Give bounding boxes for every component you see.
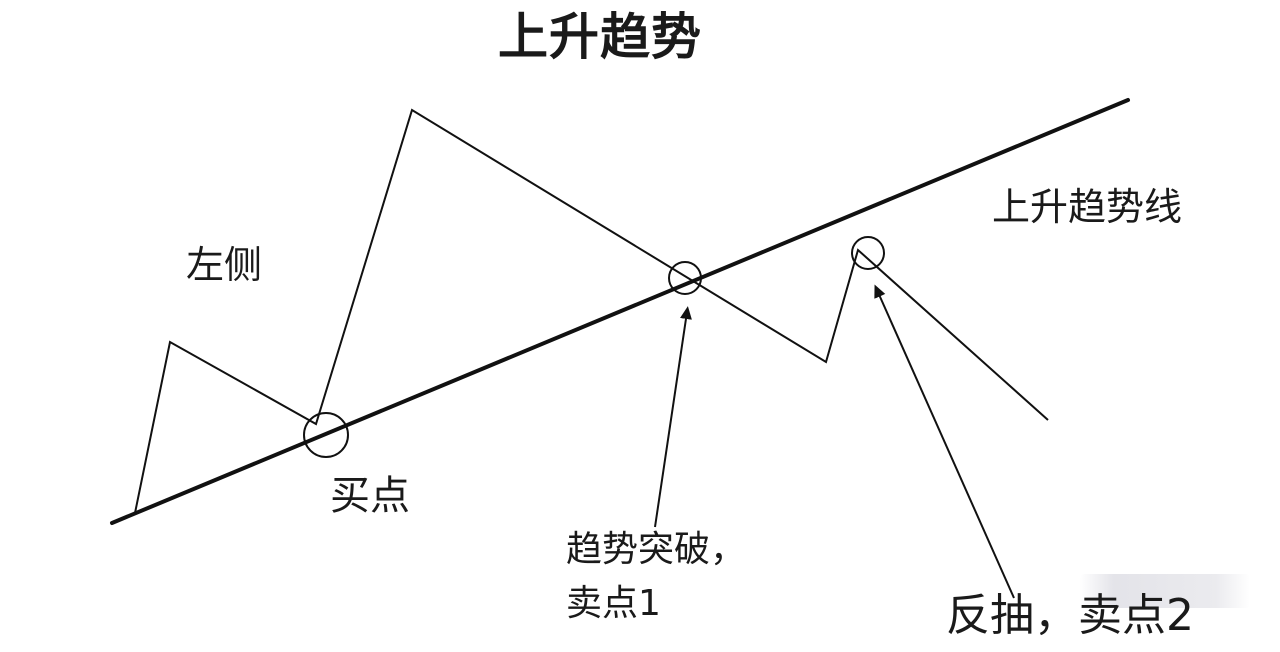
left-side-label: 左侧 bbox=[186, 243, 263, 287]
price-path bbox=[134, 108, 1049, 514]
buy-point-circle bbox=[303, 412, 349, 458]
pullback-arrow bbox=[874, 284, 1015, 599]
buy-point-label: 买点 bbox=[330, 473, 410, 519]
trend-break-label-line1: 趋势突破， bbox=[566, 529, 747, 570]
pullback-circle bbox=[851, 236, 885, 270]
pullback-sell-label: 反抽，卖点2 bbox=[946, 590, 1194, 641]
trendline-label: 上升趋势线 bbox=[992, 185, 1183, 229]
diagram-title: 上升趋势 bbox=[498, 8, 702, 66]
uptrend-line bbox=[110, 98, 1130, 525]
trend-break-label-line2: 卖点1 bbox=[566, 583, 661, 624]
trend-break-circle bbox=[668, 261, 702, 295]
trend-break-arrow bbox=[654, 306, 692, 528]
watermark-blur bbox=[1080, 574, 1250, 608]
